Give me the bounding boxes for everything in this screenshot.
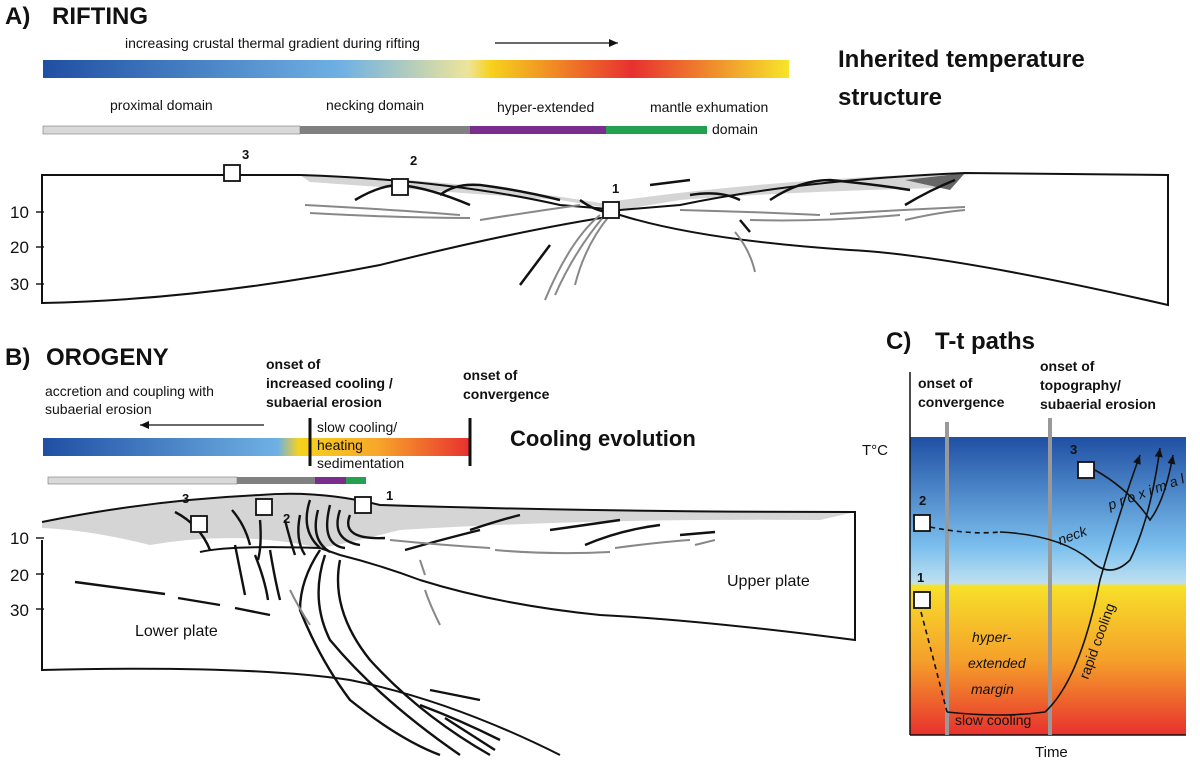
panel-b: B) OROGENY accretion and coupling with s… xyxy=(5,344,856,757)
hyper-label-line3: margin xyxy=(971,681,1014,697)
marker-1-label-a: 1 xyxy=(612,181,619,196)
marker-2-box-b xyxy=(255,498,273,516)
rift-crust-outline xyxy=(41,171,1169,307)
upper-plate-label: Upper plate xyxy=(727,573,810,590)
thermal-gradient-bar xyxy=(43,60,789,78)
cooling-evolution-title: Cooling evolution xyxy=(510,426,696,451)
panel-a-letter: A) xyxy=(5,3,30,30)
accretion-line2: subaerial erosion xyxy=(45,401,152,417)
rift-dark-wedge xyxy=(905,173,965,190)
path-1-rapid-cooling xyxy=(946,454,1141,716)
proximal-domain-bar xyxy=(42,125,301,135)
tt-x-axis-label: Time xyxy=(1035,744,1068,761)
panel-b-title: OROGENY xyxy=(46,344,169,371)
depth-tick-20-b: 20 xyxy=(10,566,29,585)
onset-cooling-line1: onset of xyxy=(266,356,321,372)
onset-topo-line2: topography/ xyxy=(1040,377,1121,393)
rift-sediment-fill xyxy=(300,173,965,210)
panel-a-title: RIFTING xyxy=(52,3,148,30)
hyper-extended-bar-b xyxy=(315,477,346,484)
slow-cooling-line2: heating xyxy=(317,437,363,453)
path-3-proximal xyxy=(1094,454,1176,522)
marker-1-label-c: 1 xyxy=(917,570,924,585)
proximal-domain-label: proximal domain xyxy=(110,97,213,113)
depth-tick-30-a: 30 xyxy=(10,275,29,294)
marker-1-box-c xyxy=(913,591,931,609)
marker-1-label-b: 1 xyxy=(386,488,393,503)
onset-cooling-line3: subaerial erosion xyxy=(266,394,382,410)
hyper-label-line2: extended xyxy=(968,655,1027,671)
path-2-neck xyxy=(999,447,1163,571)
slow-cooling-line3: sedimentation xyxy=(317,455,404,471)
onset-convergence-c-line2: convergence xyxy=(918,394,1005,410)
onset-convergence-b-line2: convergence xyxy=(463,386,550,402)
tt-y-axis-label: T°C xyxy=(862,442,888,459)
depth-tick-20-a: 20 xyxy=(10,238,29,257)
onset-topo-line1: onset of xyxy=(1040,358,1095,374)
marker-3-label-b: 3 xyxy=(182,491,189,506)
proximal-domain-bar-b xyxy=(47,476,238,485)
depth-tick-10-b: 10 xyxy=(10,529,29,548)
marker-2-box-a xyxy=(391,178,409,196)
hyper-extended-label: hyper-extended xyxy=(497,99,594,115)
marker-2-box-c xyxy=(913,514,931,532)
gradient-caption: increasing crustal thermal gradient duri… xyxy=(125,35,420,51)
marker-2-label-a: 2 xyxy=(410,153,417,168)
path-1-dashed xyxy=(920,611,948,713)
orogen-upper-outline xyxy=(41,492,856,642)
exhumation-label-line1: mantle exhumation xyxy=(650,99,768,115)
accretion-line1: accretion and coupling with xyxy=(45,383,214,399)
onset-convergence-b-line1: onset of xyxy=(463,367,518,383)
marker-1-box-a xyxy=(602,201,620,219)
orogen-faults-grey xyxy=(289,539,716,626)
exhumation-domain-bar xyxy=(606,126,707,134)
rift-faults-grey xyxy=(304,204,966,301)
necking-domain-bar-b xyxy=(237,477,315,484)
marker-1-box-b xyxy=(354,496,372,514)
onset-topo-line3: subaerial erosion xyxy=(1040,396,1156,412)
marker-3-box-c xyxy=(1077,461,1095,479)
marker-2-label-c: 2 xyxy=(919,493,926,508)
panel-b-letter: B) xyxy=(5,344,30,371)
panel-c: C) T-t paths onset of convergence onset … xyxy=(862,328,1187,761)
panel-a: A) RIFTING increasing crustal thermal gr… xyxy=(5,3,1169,307)
side-title-line2: structure xyxy=(838,84,942,111)
orogen-lower-outline xyxy=(41,540,561,756)
rift-faults-black xyxy=(354,178,956,286)
hyper-extended-bar xyxy=(470,126,606,134)
panel-c-letter: C) xyxy=(886,328,911,355)
slow-cooling-label: slow cooling xyxy=(955,712,1031,728)
marker-3-box-b xyxy=(190,515,208,533)
path-2-dashed xyxy=(929,526,1001,534)
depth-tick-10-a: 10 xyxy=(10,203,29,222)
hyper-label-line1: hyper- xyxy=(972,629,1012,645)
lower-plate-label: Lower plate xyxy=(135,623,218,640)
panel-c-title: T-t paths xyxy=(935,328,1035,355)
marker-3-box-a xyxy=(223,164,241,182)
orogen-sediment-fill xyxy=(42,493,855,548)
onset-convergence-c-line1: onset of xyxy=(918,375,973,391)
necking-domain-bar xyxy=(300,126,470,134)
onset-cooling-line2: increased cooling / xyxy=(266,375,393,391)
depth-tick-30-b: 30 xyxy=(10,601,29,620)
necking-domain-label: necking domain xyxy=(326,97,424,113)
exhumation-label-line2: domain xyxy=(712,121,758,137)
marker-2-label-b: 2 xyxy=(283,511,290,526)
cooling-gradient-bar xyxy=(43,438,470,456)
marker-3-label-c: 3 xyxy=(1070,442,1077,457)
side-title-line1: Inherited temperature xyxy=(838,46,1085,73)
slow-cooling-line1: slow cooling/ xyxy=(317,419,397,435)
exhumation-domain-bar-b xyxy=(346,477,366,484)
marker-3-label-a: 3 xyxy=(242,147,249,162)
